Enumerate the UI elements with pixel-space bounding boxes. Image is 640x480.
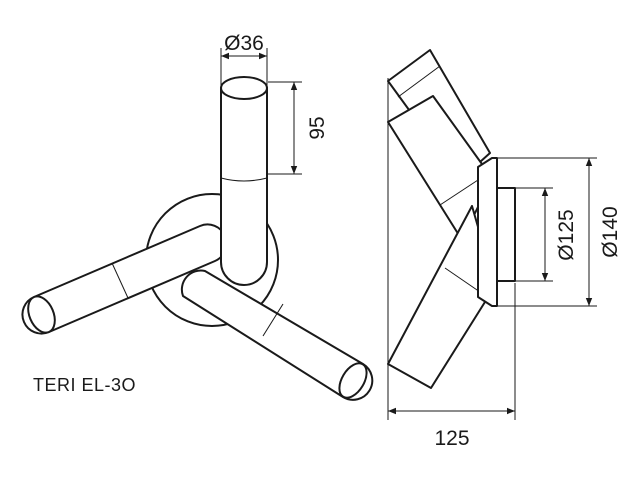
depth-dimension: 125 [387,78,516,450]
inner-diameter-dimension: Ø125 [515,187,578,282]
model-name: TERI EL-3O [33,375,137,395]
right-tube [180,269,374,401]
inner-diameter-label: Ø125 [555,209,578,260]
outer-diameter-label: Ø140 [599,206,622,257]
front-view: Ø36 95 [21,32,374,401]
side-canopy [496,187,516,282]
tube-length-label: 95 [306,116,329,139]
tube-diameter-label: Ø36 [224,32,264,55]
left-tube [21,223,228,335]
tube-length-dimension: 95 [268,81,329,175]
side-view: Ø125 Ø140 125 [387,49,622,450]
side-mount-flange [477,157,498,307]
depth-label: 125 [434,427,469,450]
top-tube [220,76,268,286]
tube-diameter-dimension: Ø36 [220,32,268,86]
outer-diameter-dimension: Ø140 [498,157,622,307]
